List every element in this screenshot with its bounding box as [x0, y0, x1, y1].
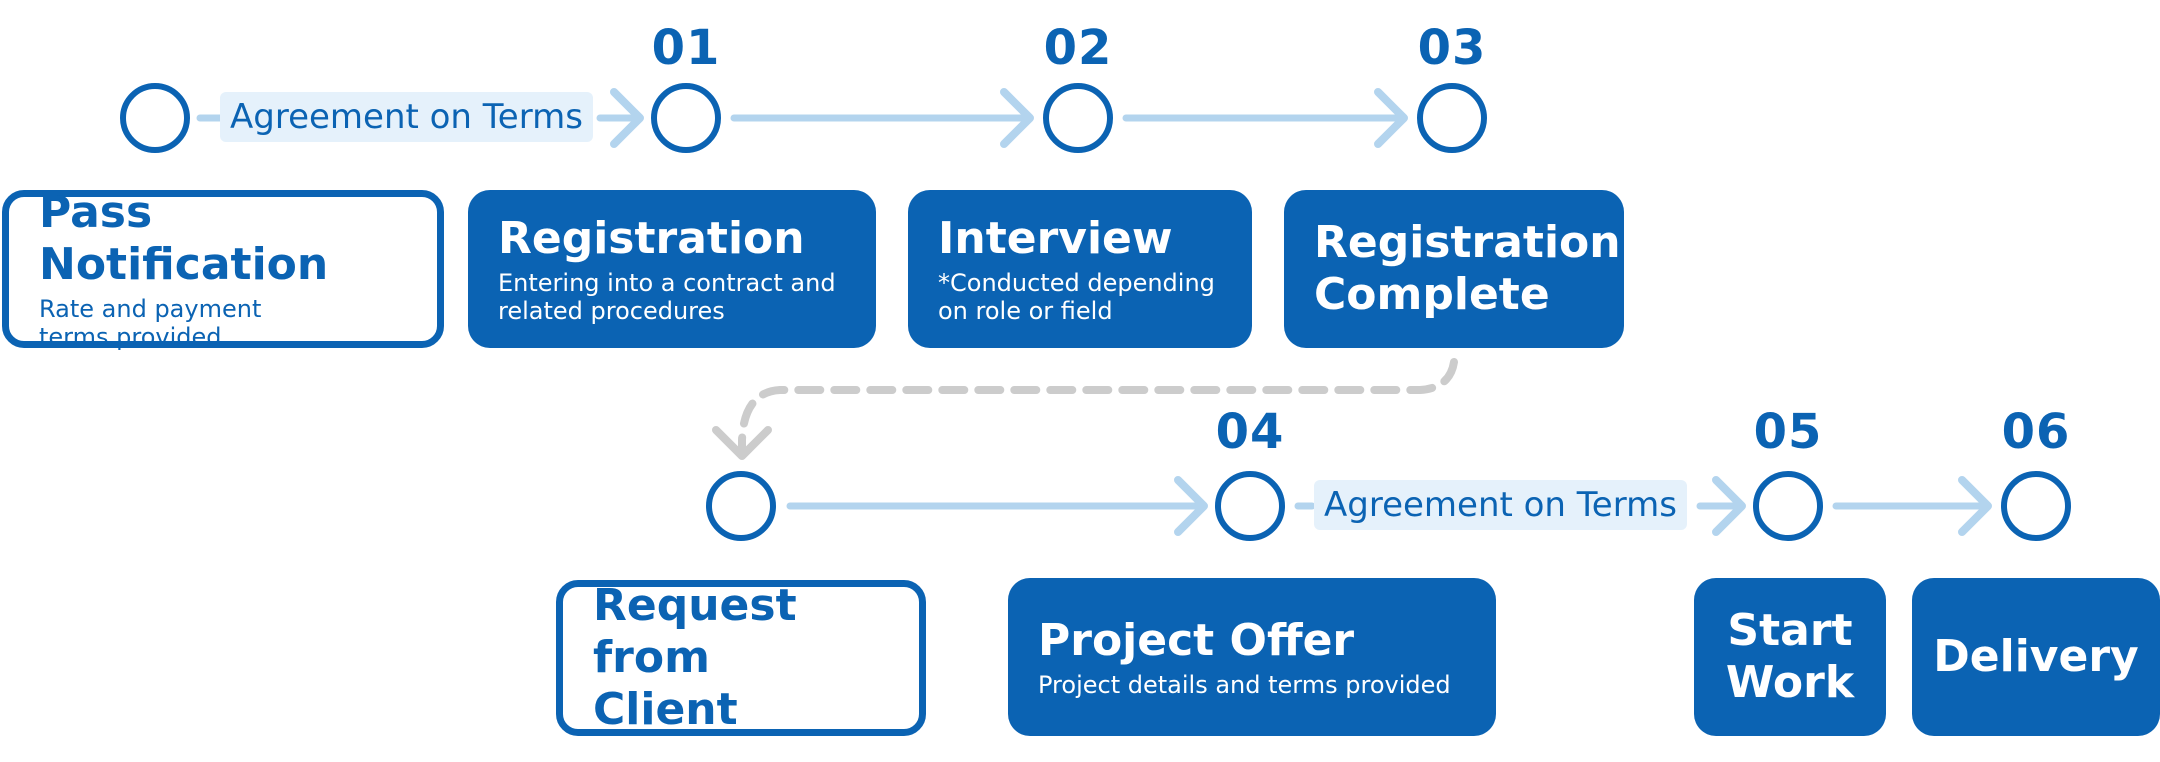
start-work-title-line-2: Work: [1725, 657, 1855, 708]
step-06-circle: [2001, 471, 2071, 541]
registration-title: Registration: [498, 213, 805, 264]
request-from-client-box: Request from Client: [556, 580, 926, 736]
project-offer-box: Project Offer Project details and terms …: [1008, 578, 1496, 736]
step-number-06: 06: [2001, 404, 2071, 460]
arrowhead-to-04: [1174, 476, 1208, 536]
arrowhead-to-03: [1374, 88, 1408, 148]
registration-complete-title-line-1: Registration: [1314, 217, 1621, 268]
dashed-return-connector: [738, 358, 1458, 456]
pass-notification-desc-line-2: terms provided: [39, 323, 222, 351]
arrowhead-to-02: [1000, 88, 1034, 148]
interview-desc-line-2: on role or field: [938, 297, 1113, 325]
request-from-client-title-line-1: Request from: [593, 580, 797, 683]
step-number-04: 04: [1215, 404, 1285, 460]
registration-box: Registration Entering into a contract an…: [468, 190, 876, 348]
request-from-client-title-line-2: Client: [593, 684, 738, 735]
project-offer-desc: Project details and terms provided: [1038, 671, 1451, 699]
registration-desc-line-2: related procedures: [498, 297, 725, 325]
interview-box: Interview *Conducted depending on role o…: [908, 190, 1252, 348]
interview-desc: *Conducted depending on role or field: [938, 269, 1222, 325]
agreement-on-terms-pill-1: Agreement on Terms: [220, 92, 593, 142]
step-05-circle: [1753, 471, 1823, 541]
start-work-title-line-1: Start: [1727, 605, 1853, 656]
pass-notification-box: Pass Notification Rate and payment terms…: [2, 187, 444, 351]
pass-notification-desc-line-1: Rate and payment: [39, 295, 262, 323]
step-01-circle: [651, 83, 721, 153]
arrowhead-to-01: [610, 88, 644, 148]
step-04-circle: [1215, 471, 1285, 541]
step-number-02: 02: [1043, 20, 1113, 76]
interview-title: Interview: [938, 213, 1173, 264]
start-circle: [120, 83, 190, 153]
row2-start-circle: [706, 471, 776, 541]
registration-complete-box: Registration Complete: [1284, 190, 1624, 348]
delivery-title: Delivery: [1933, 631, 2139, 682]
interview-desc-line-1: *Conducted depending: [938, 269, 1215, 297]
agreement-on-terms-pill-2: Agreement on Terms: [1314, 480, 1687, 530]
step-number-01: 01: [651, 20, 721, 76]
arrowhead-to-06: [1958, 476, 1992, 536]
pass-notification-title: Pass Notification: [39, 187, 329, 290]
step-number-03: 03: [1417, 20, 1487, 76]
dashed-arrowhead: [712, 426, 772, 460]
pass-notification-desc: Rate and payment terms provided: [39, 295, 407, 351]
step-number-05: 05: [1753, 404, 1823, 460]
start-work-box: Start Work: [1694, 578, 1886, 736]
registration-complete-title-line-2: Complete: [1314, 269, 1550, 320]
step-03-circle: [1417, 83, 1487, 153]
registration-desc-line-1: Entering into a contract and: [498, 269, 836, 297]
arrowhead-to-05: [1712, 476, 1746, 536]
step-02-circle: [1043, 83, 1113, 153]
project-offer-title: Project Offer: [1038, 615, 1355, 666]
delivery-box: Delivery: [1912, 578, 2160, 736]
registration-desc: Entering into a contract and related pro…: [498, 269, 846, 325]
